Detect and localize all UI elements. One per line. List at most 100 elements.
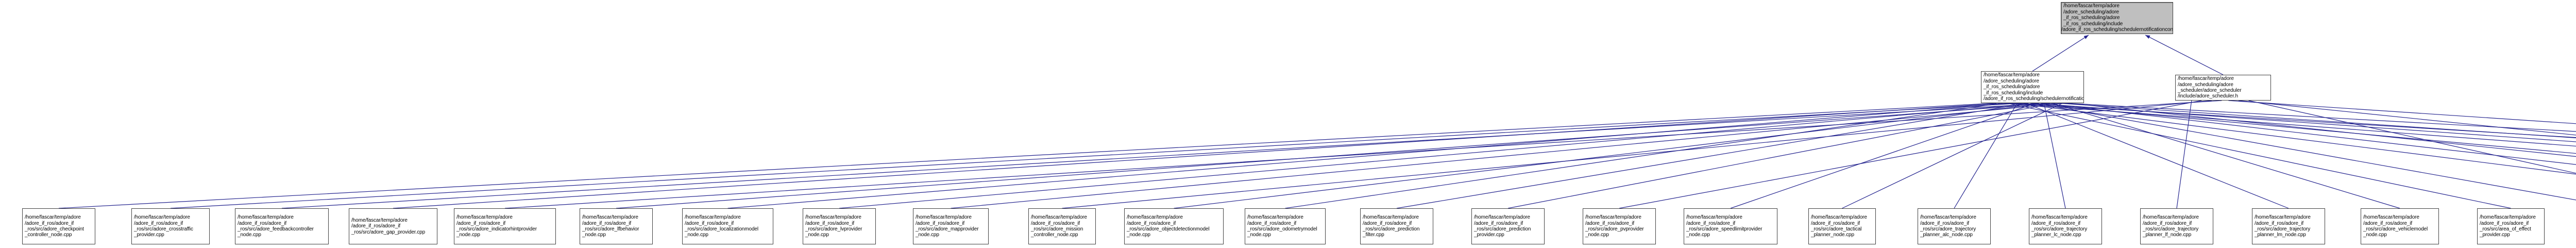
node-label: /home/fascar/temp/adore/adore_if_ros/ado… [1029,214,1095,238]
node-label-line: _controller_node.cpp [1031,232,1078,238]
node-leaf-adore_crosstraffic_provider.cpp[interactable]: /home/fascar/temp/adore/adore_if_ros/ado… [131,208,210,244]
node-label-line: _if_ros_scheduling/adore [1984,84,2040,90]
node-label-line: /home/fascar/temp/adore [2363,214,2419,221]
edge [2022,103,2576,154]
node-label-line: _ros/src/adore_speedlimitprovider [1686,226,1762,232]
node-leaf-adore_vehiclemodel_node.cpp[interactable]: /home/fascar/temp/adore/adore_if_ros/ado… [2361,208,2439,244]
node-label-line: _node.cpp [1127,232,1150,238]
edge [393,103,2005,209]
node-label: /home/fascar/temp/adore/adore_if_ros/ado… [1583,214,1655,238]
node-label-line: /adore_if_ros/adore_if [1474,220,1523,226]
node-label: /home/fascar/temp/adore/adore_scheduling… [1981,72,2083,102]
node-leaf-adore_trajectory_planner_lc_node.cpp[interactable]: /home/fascar/temp/adore/adore_if_ros/ado… [2029,208,2102,244]
node-label: /home/fascar/temp/adore/adore_if_ros/ado… [132,214,209,238]
edge [2057,103,2576,139]
node-label-line: _provider.cpp [134,232,164,238]
node-label-line: _ros/src/adore_checkpoint [25,226,84,232]
node-label: /home/fascar/temp/adore/adore_if_ros/ado… [1684,214,1777,238]
node-leaf-adore_objectdetectionmodel_node.cpp[interactable]: /home/fascar/temp/adore/adore_if_ros/ado… [1124,208,1224,244]
node-label-line: _node.cpp [916,232,939,238]
node-label: /home/fascar/temp/adore/adore_if_ros/ado… [1125,214,1223,238]
node-label-line: /home/fascar/temp/adore [2255,214,2311,221]
node-label-line: /home/fascar/temp/adore [1363,214,1419,221]
node-leaf-adore_localizationmodel_node.cpp[interactable]: /home/fascar/temp/adore/adore_if_ros/ado… [682,208,773,244]
edge [2176,100,2192,209]
node-label-line: _ros/src/adore_lfbehavior [582,226,639,232]
node-label-line: _ros/src/adore_mission [1031,226,1083,232]
node-label-line: _planner_lm_node.cpp [2255,232,2306,238]
edge [2006,103,2511,209]
node-leaf-adore_trajectory_planner_alc_node.cpp[interactable]: /home/fascar/temp/adore/adore_if_ros/ado… [1918,208,1991,244]
node-label-line: /adore_if_ros/adore_if [2255,220,2304,226]
node-label-line: _node.cpp [2363,232,2387,238]
node-leaf-adore_mission_controller_node.cpp[interactable]: /home/fascar/temp/adore/adore_if_ros/ado… [1028,208,1096,244]
node-label-line: _ros/src/adore_objectdetectionmodel [1127,226,1210,232]
edge [1285,103,2002,209]
node-label-line: _ros/src/adore_lvprovider [805,226,862,232]
node-label-line: /home/fascar/temp/adore [238,214,294,221]
node-label-line: _ros/src/adore_crosstraffic [134,226,193,232]
node-leaf-adore_gap_provider.cpp[interactable]: /home/fascar/temp/adore/adore_if_ros/ado… [349,208,437,244]
edge [58,103,1997,209]
node-leaf-adore_prediction_filter.cpp[interactable]: /home/fascar/temp/adore/adore_if_ros/ado… [1360,208,1433,244]
node-leaf-adore_trajectory_planner_lm_node.cpp[interactable]: /home/fascar/temp/adore/adore_if_ros/ado… [2252,208,2325,244]
edge [1842,103,2063,209]
node-label-line: /adore_if_ros/adore_if [916,220,965,226]
node-label-line: _ros/src/adore_prediction [1363,226,1420,232]
node-leaf-adore_mapprovider_node.cpp[interactable]: /home/fascar/temp/adore/adore_if_ros/ado… [913,208,989,244]
node-label: /home/fascar/temp/adore/adore_if_ros/ado… [2252,214,2325,238]
node-label-line: /home/fascar/temp/adore [1811,214,1867,221]
edge [839,103,2039,209]
node-label-line: /adore_if_ros/adore_if [685,220,734,226]
edge [2248,100,2576,174]
node-leaf-area_of_effect_provider.cpp[interactable]: /home/fascar/temp/adore/adore_if_ros/ado… [2477,208,2545,244]
node-leaf-adore_feedbackcontroller_node.cpp[interactable]: /home/fascar/temp/adore/adore_if_ros/ado… [235,208,329,244]
node-label-line: _if_ros_scheduling/include [2063,21,2123,27]
node-label-line: _filter.cpp [1363,232,1384,238]
node-label: /home/fascar/temp/adore/adore_if_ros/ado… [2361,214,2438,238]
node-leaf-adore_indicatorhintprovider_node.cpp[interactable]: /home/fascar/temp/adore/adore_if_ros/ado… [454,208,556,244]
node-label-line: _ros/src/adore_odometrymodel [1247,226,1317,232]
node-label-line: /home/fascar/temp/adore [1686,214,1742,221]
node-label: /home/fascar/temp/adore/adore_if_ros/ado… [1472,214,1544,238]
node-l2-schedulernotificationmanager.h[interactable]: /home/fascar/temp/adore/adore_scheduling… [1981,71,2084,103]
node-label: /home/fascar/temp/adore/adore_if_ros/ado… [1245,214,1325,238]
node-leaf-adore_speedlimitprovider_node.cpp[interactable]: /home/fascar/temp/adore/adore_if_ros/ado… [1684,208,1777,244]
node-label-line: /adore_if_ros/adore_if [1363,220,1412,226]
node-label: /home/fascar/temp/adore/adore_if_ros/ado… [235,214,328,238]
node-label-line: /home/fascar/temp/adore [1474,214,1530,221]
node-label-line: _planner_alc_node.cpp [1920,232,1973,238]
node-root-schedulernotificationconversion.h[interactable]: /home/fascar/temp/adore/adore_scheduling… [2061,2,2173,34]
node-label-line: /adore_if_ros/adore_if [238,220,287,226]
node-leaf-adore_pvprovider_node.cpp[interactable]: /home/fascar/temp/adore/adore_if_ros/ado… [1583,208,1656,244]
node-leaf-adore_trajectory_planner_lf_node.cpp[interactable]: /home/fascar/temp/adore/adore_if_ros/ado… [2140,208,2213,244]
node-label-line: _ros/src/adore_trajectory [2255,226,2311,232]
node-label-line: /adore_if_ros/adore_if [1127,220,1176,226]
node-leaf-adore_lfbehavior_node.cpp[interactable]: /home/fascar/temp/adore/adore_if_ros/ado… [580,208,653,244]
node-label-line: /include/adore_scheduler.h [2178,93,2238,100]
node-leaf-adore_checkpoint_controller_node.cpp[interactable]: /home/fascar/temp/adore/adore_if_ros/ado… [22,208,95,244]
edge [2043,103,2066,209]
node-label-line: _ros/src/adore_indicatorhintprovider [456,226,537,232]
node-label-line: _scheduler/adore_scheduler [2178,88,2242,93]
edge [951,103,2066,209]
edge [2030,103,2576,142]
node-leaf-adore_prediction_provider.cpp[interactable]: /home/fascar/temp/adore/adore_if_ros/ado… [1471,208,1545,244]
node-label-line: _ros/src/adore_tactical [1811,226,1862,232]
node-label-line: _node.cpp [456,232,480,238]
node-l2-adore_scheduler.h[interactable]: /home/fascar/temp/adore/adore_scheduling… [2175,75,2271,101]
node-leaf-adore_lvprovider_node.cpp[interactable]: /home/fascar/temp/adore/adore_if_ros/ado… [803,208,876,244]
node-label: /home/fascar/temp/adore/adore_if_ros/ado… [2478,214,2544,238]
node-label-line: _ros/src/area_of_effect [2480,226,2531,232]
node-label-line: _ros/src/adore_mapprovider [916,226,979,232]
edge [1954,103,2018,209]
node-label-line: /home/fascar/temp/adore [1031,214,1087,221]
node-label: /home/fascar/temp/adore/adore_if_ros/ado… [2029,214,2102,238]
node-label-line: /home/fascar/temp/adore [2178,76,2234,82]
node-leaf-adore_tactical_planner_node.cpp[interactable]: /home/fascar/temp/adore/adore_if_ros/ado… [1808,208,1876,244]
node-label-line: /home/fascar/temp/adore [1247,214,1303,221]
edge [2052,103,2400,209]
node-label: /home/fascar/temp/adore/adore_if_ros/ado… [1361,214,1433,238]
edge [281,103,2050,209]
node-leaf-adore_odometrymodel_node.cpp[interactable]: /home/fascar/temp/adore/adore_if_ros/ado… [1245,208,1326,244]
